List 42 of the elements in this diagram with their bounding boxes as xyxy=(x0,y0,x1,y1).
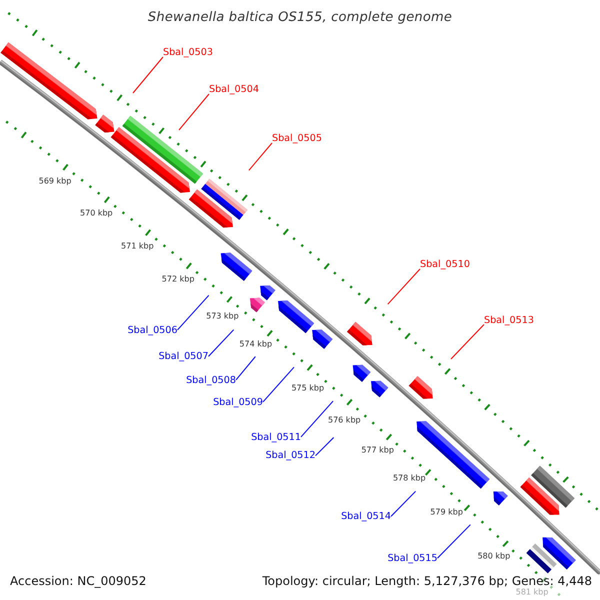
leader-line xyxy=(300,400,334,438)
scale-label: 569 kbp xyxy=(38,176,72,186)
gene-label: Sbal_0514 xyxy=(341,511,391,523)
leader-line xyxy=(248,142,272,171)
leader-line xyxy=(208,329,234,357)
gene-label: Sbal_0510 xyxy=(420,259,470,271)
scale-label: 572 kbp xyxy=(162,274,194,284)
scale-label: 579 kbp xyxy=(430,508,463,517)
gene-label: Sbal_0508 xyxy=(186,374,236,386)
gene-label: Sbal_0503 xyxy=(163,47,213,59)
scale-label: 580 kbp xyxy=(478,552,510,561)
leader-line xyxy=(262,366,294,402)
gene-label: Sbal_0515 xyxy=(388,552,438,565)
gene-label: Sbal_0512 xyxy=(266,450,316,462)
scale-label: 573 kbp xyxy=(206,311,239,320)
leader-line xyxy=(437,524,471,559)
gene-label: Sbal_0511 xyxy=(251,432,301,444)
leader-line xyxy=(132,56,164,94)
gene-label: Sbal_0507 xyxy=(158,351,208,363)
gene-label: Sbal_0505 xyxy=(272,133,322,145)
genome-info-text: Topology: circular; Length: 5,127,376 bp; Genes: 4,448 xyxy=(262,574,592,588)
scale-label: 570 kbp xyxy=(80,208,113,218)
scale-label: 581 kbp xyxy=(516,588,548,597)
scale-label: 576 kbp xyxy=(328,416,361,425)
gene-label: Sbal_0509 xyxy=(213,396,263,408)
scale-label: 571 kbp xyxy=(121,241,154,250)
scale-label: 574 kbp xyxy=(239,339,272,348)
scale-label: 577 kbp xyxy=(361,445,394,454)
leader-line xyxy=(315,437,334,456)
leader-line xyxy=(387,268,420,305)
gene-label: Sbal_0504 xyxy=(209,84,259,96)
map-title: Shewanella baltica OS155, complete genome xyxy=(148,10,452,26)
scale-label: 578 kbp xyxy=(392,474,426,483)
leader-line xyxy=(236,356,256,380)
gene-label: Sbal_0513 xyxy=(484,314,534,326)
leader-line xyxy=(178,94,210,130)
leader-line xyxy=(390,490,416,517)
gene-label: Sbal_0506 xyxy=(128,324,178,336)
accession-text: Accession: NC_009052 xyxy=(10,574,146,588)
leader-line xyxy=(177,294,210,330)
leader-line xyxy=(450,324,484,360)
scale-label: 575 kbp xyxy=(291,384,324,393)
